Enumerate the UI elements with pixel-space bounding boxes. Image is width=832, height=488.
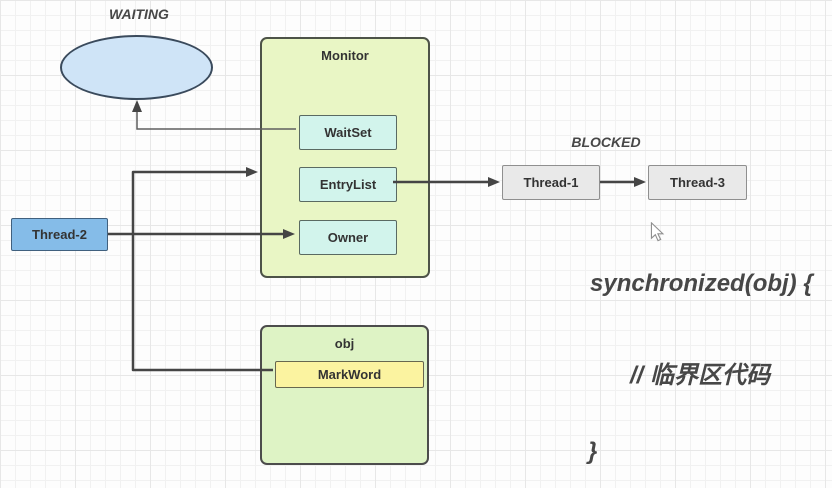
waitset-box[interactable]: WaitSet [299, 115, 397, 150]
monitor-title: Monitor [321, 48, 369, 63]
mouse-cursor-icon [650, 222, 665, 242]
monitor-box[interactable]: Monitor WaitSet EntryList Owner [260, 37, 430, 278]
obj-box[interactable]: obj MarkWord [260, 325, 429, 465]
markword-box[interactable]: MarkWord [275, 361, 424, 388]
waiting-ellipse[interactable] [60, 35, 213, 100]
thread-2-box[interactable]: Thread-2 [11, 218, 108, 251]
code-line-critical-section: // 临界区代码 [630, 362, 771, 389]
arrowhead-thread3 [634, 177, 646, 187]
entrylist-box[interactable]: EntryList [299, 167, 397, 202]
arrowhead-thread1 [488, 177, 500, 187]
waiting-label: WAITING [109, 6, 169, 22]
arrowhead-up-ellipse [132, 100, 142, 112]
thread-1-box[interactable]: Thread-1 [502, 165, 600, 200]
arrowhead-monitor-entry [246, 167, 258, 177]
branch-connector [131, 170, 273, 372]
code-line-closing-brace: } [588, 438, 598, 465]
owner-box[interactable]: Owner [299, 220, 397, 255]
code-line-synchronized: synchronized(obj) { [590, 270, 813, 297]
thread-3-box[interactable]: Thread-3 [648, 165, 747, 200]
obj-title: obj [334, 336, 355, 351]
blocked-label: BLOCKED [571, 134, 641, 150]
